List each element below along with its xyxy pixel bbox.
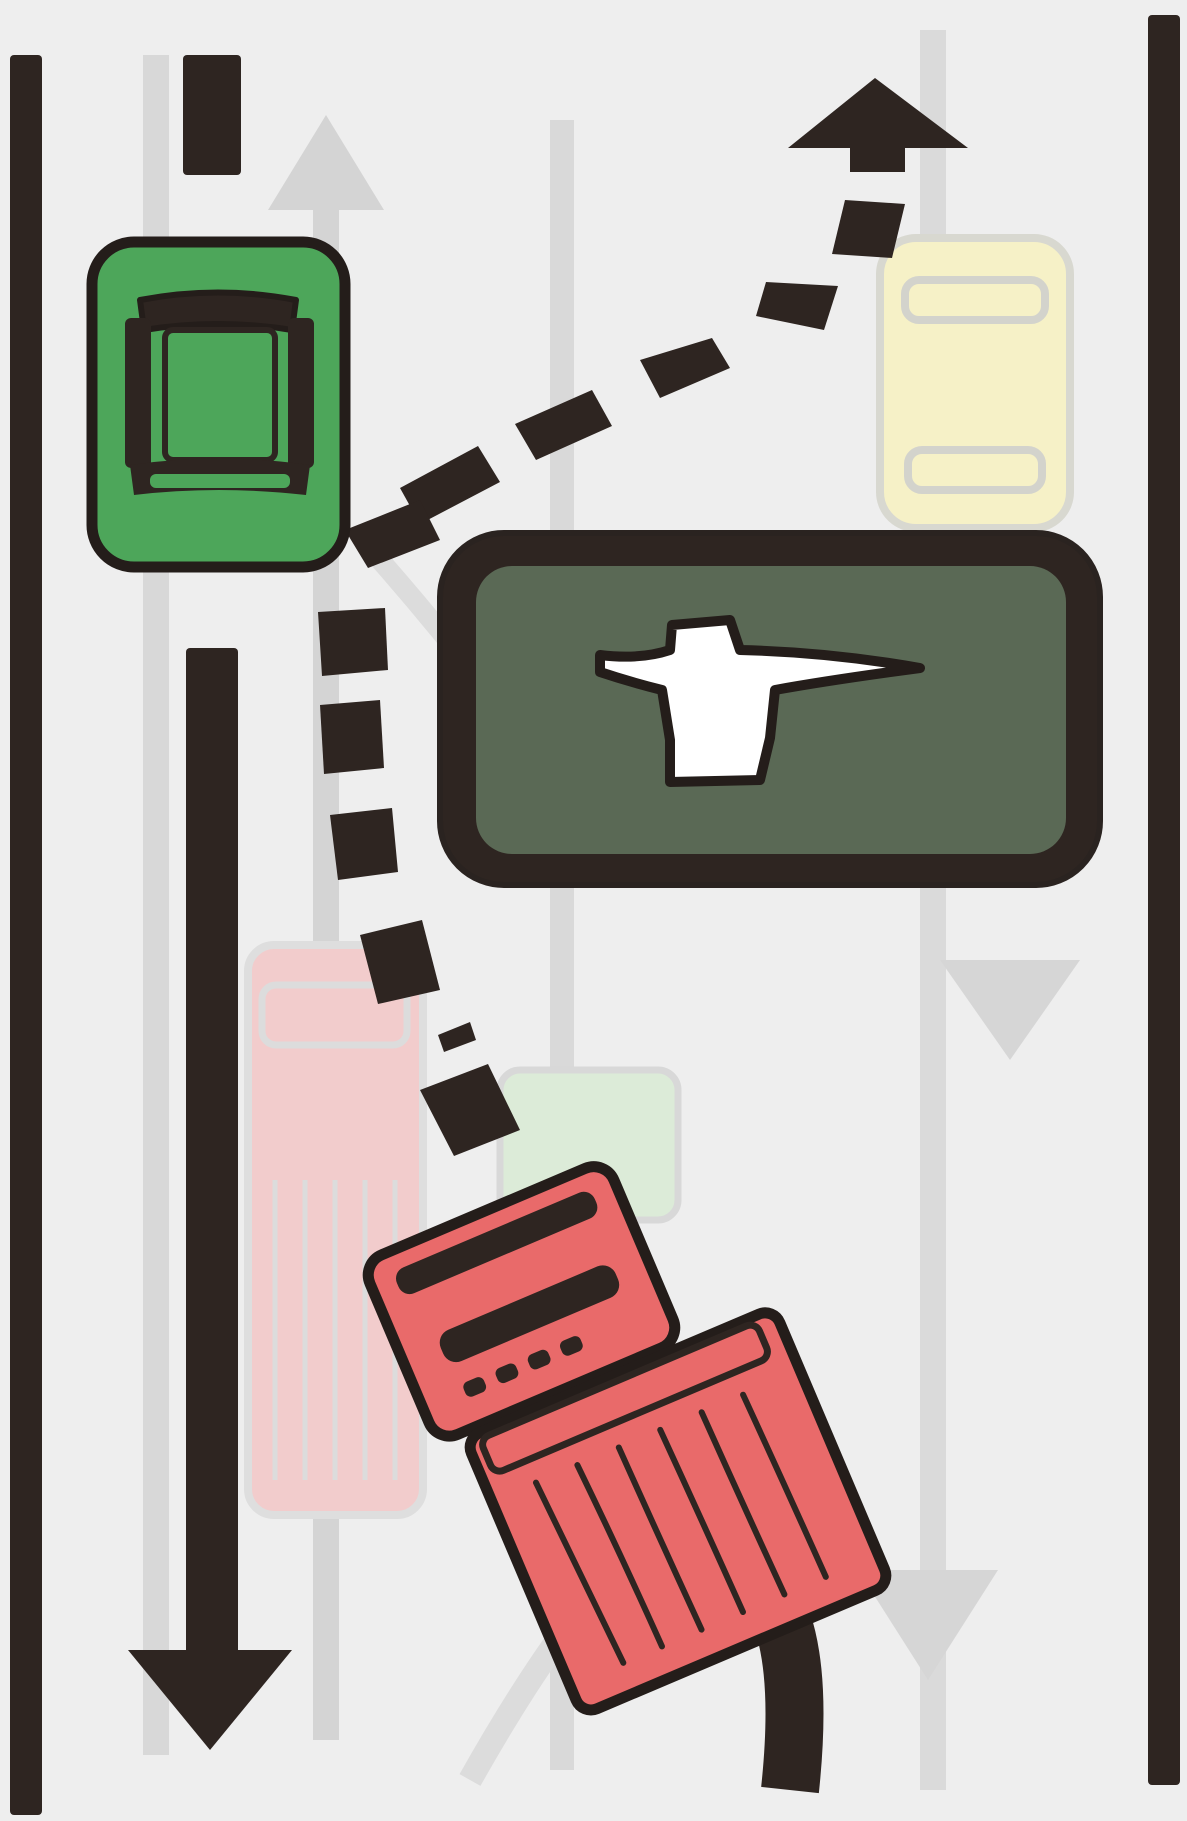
- center-lane-dash: [183, 55, 241, 175]
- ghost-pink-truck: [248, 945, 423, 1515]
- left-road-edge: [10, 55, 42, 1815]
- ghost-yellow-car: [880, 238, 1070, 528]
- green-car: [92, 242, 345, 567]
- pedestrian-warning-panel: [440, 533, 1100, 885]
- right-road-edge: [1148, 15, 1180, 1785]
